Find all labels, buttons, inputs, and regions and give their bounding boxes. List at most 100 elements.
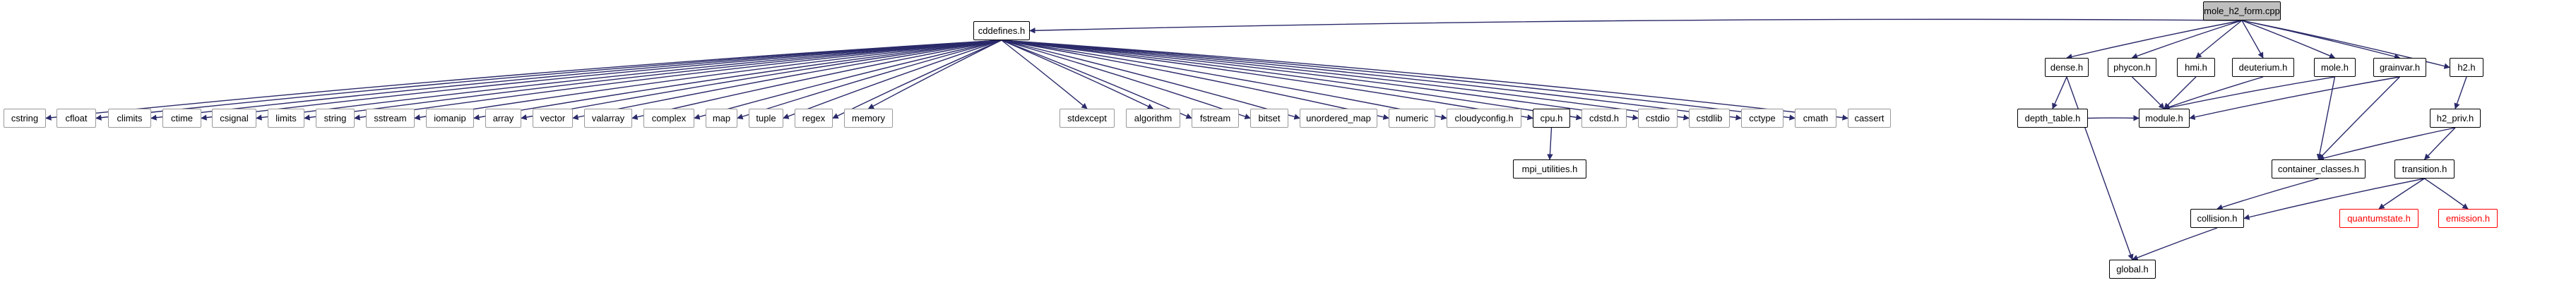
graph-node-label: climits	[117, 113, 143, 123]
graph-node-label: cdstd.h	[1589, 113, 1619, 123]
graph-node-collision-h[interactable]: collision.h	[2190, 209, 2244, 228]
graph-edge	[201, 40, 1002, 121]
graph-node-dense-h[interactable]: dense.h	[2045, 58, 2089, 77]
graph-node-mole-h[interactable]: mole.h	[2314, 58, 2356, 77]
graph-node-algorithm[interactable]: algorithm	[1126, 109, 1180, 128]
graph-node-label: h2.h	[2457, 62, 2476, 73]
graph-edge	[1001, 40, 1192, 119]
graph-node-csignal[interactable]: csignal	[212, 109, 256, 128]
graph-node-mole-h2-form-cpp[interactable]: mole_h2_form.cpp	[2203, 1, 2281, 20]
graph-node-cstdlib[interactable]: cstdlib	[1689, 109, 1730, 128]
graph-node-fstream[interactable]: fstream	[1192, 109, 1239, 128]
graph-node-climits[interactable]: climits	[108, 109, 151, 128]
graph-node-mpi-utilities-h[interactable]: mpi_utilities.h	[1513, 159, 1586, 179]
graph-node-cdstd-h[interactable]: cdstd.h	[1581, 109, 1627, 128]
graph-node-cmath[interactable]: cmath	[1795, 109, 1836, 128]
graph-edge	[1001, 40, 1154, 109]
graph-edge	[1001, 40, 1300, 120]
graph-edge	[521, 40, 1002, 121]
graph-node-module-h[interactable]: module.h	[2139, 109, 2190, 128]
graph-node-label: depth_table.h	[2024, 113, 2081, 123]
graph-node-string[interactable]: string	[316, 109, 355, 128]
graph-edge	[1001, 40, 1742, 121]
graph-node-regex[interactable]: regex	[795, 109, 833, 128]
graph-node-h2-h[interactable]: h2.h	[2450, 58, 2483, 77]
graph-node-limits[interactable]: limits	[268, 109, 304, 128]
graph-node-label: vector	[540, 113, 566, 123]
graph-edge	[473, 40, 1002, 121]
graph-node-iomanip[interactable]: iomanip	[426, 109, 474, 128]
graph-edge	[1001, 40, 1447, 121]
graph-edge	[2378, 178, 2425, 210]
graph-node-label: map	[712, 113, 731, 123]
graph-node-cassert[interactable]: cassert	[1848, 109, 1891, 128]
graph-node-memory[interactable]: memory	[844, 109, 893, 128]
graph-node-deuterium-h[interactable]: deuterium.h	[2232, 58, 2294, 77]
graph-node-label: container_classes.h	[2278, 164, 2359, 174]
graph-node-phycon-h[interactable]: phycon.h	[2108, 58, 2156, 77]
graph-edge	[354, 40, 1002, 121]
graph-edge	[2164, 76, 2197, 109]
graph-node-label: dense.h	[2050, 62, 2084, 73]
graph-node-stdexcept[interactable]: stdexcept	[1060, 109, 1115, 128]
graph-node-label: unordered_map	[1306, 113, 1371, 123]
graph-node-label: algorithm	[1134, 113, 1173, 123]
graph-node-quantumstate-h[interactable]: quantumstate.h	[2339, 209, 2418, 228]
graph-edge	[737, 40, 1002, 120]
graph-node-label: cstdio	[1646, 113, 1670, 123]
graph-edge	[2195, 20, 2243, 59]
graph-node-numeric[interactable]: numeric	[1389, 109, 1435, 128]
graph-edges	[45, 18, 2469, 261]
graph-edge	[256, 40, 1002, 121]
graph-node-emission-h[interactable]: emission.h	[2438, 209, 2498, 228]
graph-node-label: iomanip	[434, 113, 466, 123]
graph-node-label: array	[492, 113, 514, 123]
graph-node-complex[interactable]: complex	[643, 109, 694, 128]
graph-node-valarray[interactable]: valarray	[584, 109, 632, 128]
graph-edge	[45, 40, 1002, 121]
graph-edge	[2317, 127, 2456, 162]
graph-node-cctype[interactable]: cctype	[1741, 109, 1783, 128]
graph-node-h2-priv-h[interactable]: h2_priv.h	[2430, 109, 2481, 128]
graph-node-cloudyconfig-h[interactable]: cloudyconfig.h	[1447, 109, 1521, 128]
graph-node-bitset[interactable]: bitset	[1250, 109, 1288, 128]
graph-node-cstring[interactable]: cstring	[4, 109, 46, 128]
graph-node-hmi-h[interactable]: hmi.h	[2177, 58, 2215, 77]
graph-node-map[interactable]: map	[706, 109, 737, 128]
graph-node-transition-h[interactable]: transition.h	[2394, 159, 2455, 179]
graph-node-sstream[interactable]: sstream	[366, 109, 415, 128]
graph-node-array[interactable]: array	[485, 109, 521, 128]
graph-node-label: string	[324, 113, 347, 123]
graph-node-depth-table-h[interactable]: depth_table.h	[2017, 109, 2088, 128]
graph-node-label: bitset	[1258, 113, 1281, 123]
graph-node-global-h[interactable]: global.h	[2109, 260, 2156, 279]
graph-edge	[2316, 76, 2336, 160]
graph-node-vector[interactable]: vector	[533, 109, 573, 128]
graph-node-label: csignal	[220, 113, 249, 123]
graph-edge	[2454, 76, 2467, 109]
graph-node-cddefines-h[interactable]: cddefines.h	[973, 21, 1030, 40]
graph-edge	[2241, 20, 2264, 59]
graph-node-label: cmath	[1803, 113, 1829, 123]
graph-node-ctime[interactable]: ctime	[162, 109, 201, 128]
graph-node-label: cctype	[1749, 113, 1776, 123]
graph-node-label: cfloat	[65, 113, 88, 123]
graph-edge	[631, 40, 1002, 120]
graph-node-cstdio[interactable]: cstdio	[1638, 109, 1678, 128]
graph-edge	[2189, 76, 2400, 120]
graph-edge	[1001, 40, 1251, 120]
graph-node-grainvar-h[interactable]: grainvar.h	[2373, 58, 2426, 77]
graph-edge	[2132, 227, 2218, 261]
graph-node-container-classes-h[interactable]: container_classes.h	[2272, 159, 2366, 179]
graph-edge	[867, 40, 1002, 109]
graph-node-cfloat[interactable]: cfloat	[57, 109, 96, 128]
graph-node-tuple[interactable]: tuple	[749, 109, 783, 128]
graph-node-cpu-h[interactable]: cpu.h	[1533, 109, 1570, 128]
graph-edge	[414, 40, 1002, 121]
graph-node-label: global.h	[2116, 264, 2149, 274]
graph-edge	[832, 40, 1002, 119]
graph-node-label: quantumstate.h	[2347, 213, 2411, 224]
graph-edge	[150, 40, 1002, 121]
graph-node-unordered-map[interactable]: unordered_map	[1300, 109, 1377, 128]
